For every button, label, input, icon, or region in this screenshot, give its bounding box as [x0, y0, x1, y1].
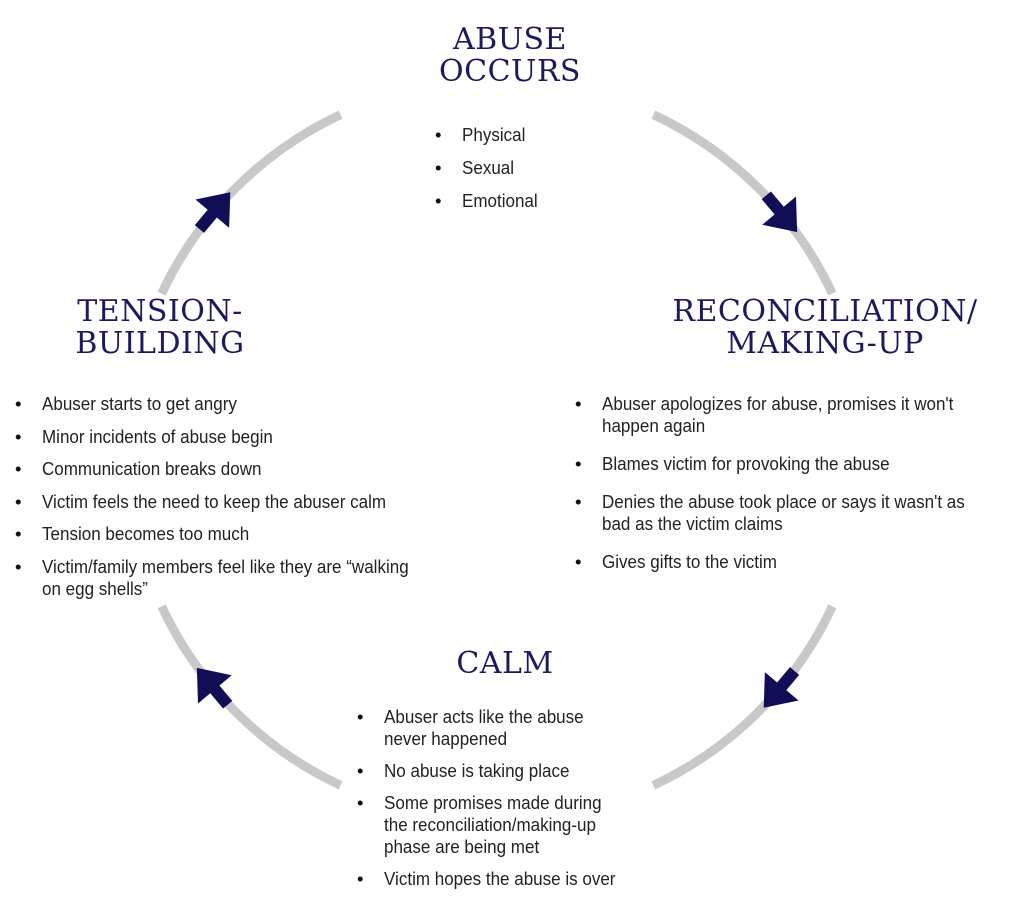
arrow-shaft	[775, 667, 800, 692]
list-item: Blames victim for provoking the abuse	[572, 453, 1017, 475]
phase-title-line: BUILDING	[75, 326, 245, 361]
list-item: Tension becomes too much	[12, 523, 472, 545]
phase-items-calm: Abuser acts like the abuse never happene…	[354, 706, 654, 900]
list-item: Abuser starts to get angry	[12, 393, 472, 415]
list-item: Victim feels the need to keep the abuser…	[12, 491, 472, 513]
list-item: Sexual	[432, 151, 544, 184]
phase-title-line: ABUSE	[453, 22, 567, 57]
list-item: Abuser acts like the abuse never happene…	[354, 706, 654, 750]
phase-items-tension-building: Abuser starts to get angry Minor inciden…	[12, 393, 472, 610]
arrow-head	[195, 192, 231, 228]
list-item: No abuse is taking place	[354, 760, 654, 782]
arrow-shaft	[194, 208, 219, 233]
list-item: Communication breaks down	[12, 458, 472, 480]
cycle-arrow-icon	[194, 192, 231, 233]
arc-tension-to-abuse	[157, 110, 343, 296]
arc-calm-to-tension	[157, 604, 343, 790]
list-item: Abuser apologizes for abuse, promises it…	[572, 393, 1017, 437]
arc-abuse-to-reconciliation	[651, 110, 837, 296]
cycle-arrow-icon	[761, 191, 798, 233]
phase-title-line: MAKING-UP	[726, 326, 924, 361]
arrow-shaft	[761, 191, 786, 217]
arrow-head	[763, 672, 799, 708]
list-item: Gives gifts to the victim	[572, 551, 1017, 573]
phase-title-tension-building: TENSION- BUILDING	[40, 296, 280, 360]
list-item: Minor incidents of abuse begin	[12, 426, 472, 448]
phase-title-abuse-occurs: ABUSE OCCURS	[400, 24, 620, 88]
cycle-arrow-icon	[763, 667, 800, 708]
phase-items-reconciliation: Abuser apologizes for abuse, promises it…	[572, 393, 1017, 589]
list-item: Physical	[432, 118, 544, 151]
list-item: Victim/family members feel like they are…	[12, 556, 472, 600]
phase-title-line: TENSION-	[77, 294, 243, 329]
arc-reconciliation-to-calm	[651, 604, 837, 790]
arrow-shaft	[208, 683, 233, 709]
list-item: Victim hopes the abuse is over	[354, 868, 654, 890]
phase-title-reconciliation: RECONCILIATION/ MAKING-UP	[640, 296, 1010, 360]
phase-items-abuse-occurs: Physical Sexual Emotional	[432, 118, 544, 217]
list-item: Emotional	[432, 184, 544, 217]
cycle-arrow-icon	[196, 667, 233, 709]
phase-title-line: RECONCILIATION/	[672, 294, 978, 329]
arrow-head	[762, 196, 798, 233]
phase-title-calm: CALM	[400, 648, 610, 680]
list-item: Denies the abuse took place or says it w…	[572, 491, 1017, 535]
phase-title-line: CALM	[456, 646, 554, 681]
phase-title-line: OCCURS	[439, 54, 581, 89]
list-item: Some promises made during the reconcilia…	[354, 792, 654, 858]
arrow-head	[196, 667, 232, 704]
